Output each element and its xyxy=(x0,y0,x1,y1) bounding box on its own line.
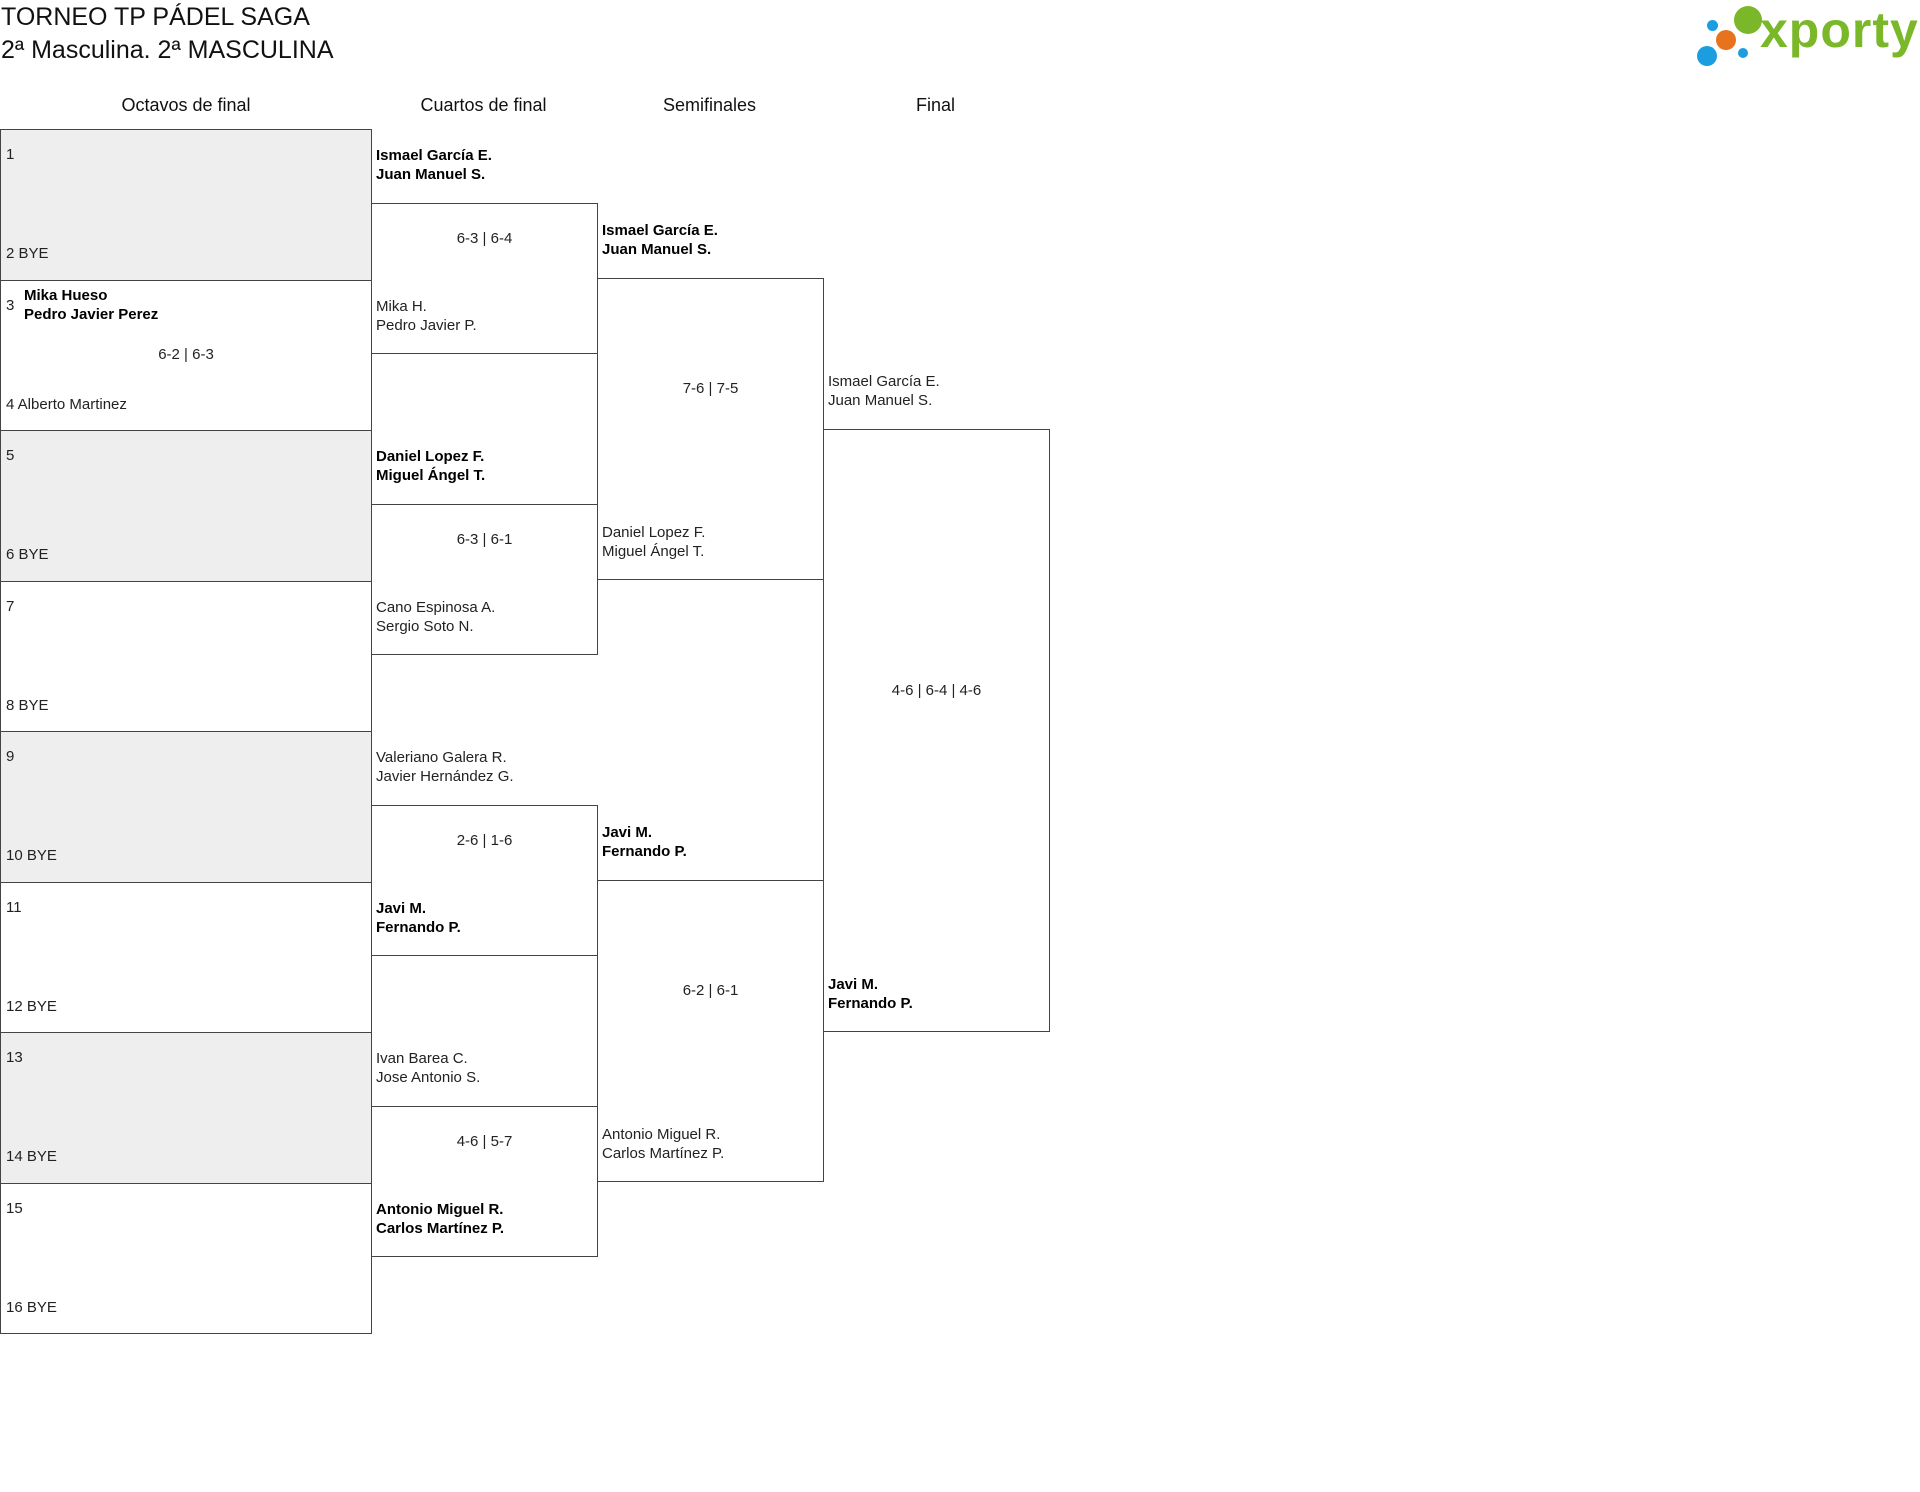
seed-label: 7 xyxy=(6,597,15,615)
team-name: Ismael García E. xyxy=(376,147,492,164)
final-score: 4-6 | 6-4 | 4-6 xyxy=(891,681,982,699)
seed-label: 12 BYE xyxy=(6,997,57,1015)
xporty-logo: xporty xyxy=(1697,2,1920,66)
match-box-r16 xyxy=(0,731,372,883)
seed-label: 2 BYE xyxy=(6,245,49,262)
team-name: Daniel Lopez F. xyxy=(602,524,706,541)
seed-label: 1 xyxy=(6,146,15,163)
team-name: Ivan Barea C. xyxy=(376,1050,468,1067)
seed-label: 3 xyxy=(6,296,15,314)
team-name: Javi M. xyxy=(828,976,879,993)
team-name: Fernando P. xyxy=(376,919,461,936)
final-box xyxy=(823,429,1050,1032)
team-name: Carlos Martínez P. xyxy=(376,1220,505,1237)
logo-dot-orange xyxy=(1716,30,1736,50)
seed-label: 11 xyxy=(6,898,22,916)
team-name: Javi M. xyxy=(376,900,427,917)
logo-dot-green xyxy=(1734,6,1762,34)
team-name: Juan Manuel S. xyxy=(828,392,933,409)
match-box-r16 xyxy=(0,430,372,582)
qf-score: 6-3 | 6-1 xyxy=(456,530,513,548)
logo-dot-blue xyxy=(1697,46,1717,66)
qf-score: 2-6 | 1-6 xyxy=(456,831,513,849)
player-name: Pedro Javier Perez xyxy=(24,305,159,323)
seed-label: 10 BYE xyxy=(6,847,57,864)
team-name: Antonio Miguel R. xyxy=(376,1201,504,1218)
match-score: 6-2 | 6-3 xyxy=(158,345,214,363)
match-box-r16 xyxy=(0,1182,372,1334)
seed-label: 8 BYE xyxy=(6,696,49,714)
team-name: Cano Espinosa A. xyxy=(376,599,496,616)
logo-dot-blue-mini xyxy=(1738,48,1748,58)
seed-label: 6 BYE xyxy=(6,546,49,563)
match-box-r16 xyxy=(0,1032,372,1184)
round-header-cuartos: Cuartos de final xyxy=(420,95,547,115)
seed-label: 9 xyxy=(6,748,15,765)
team-name: Ismael García E. xyxy=(828,373,940,390)
team-name: Javier Hernández G. xyxy=(376,768,514,785)
seed-label: 5 xyxy=(6,447,15,464)
match-box-r16 xyxy=(0,881,372,1033)
logo-wordmark: xporty xyxy=(1760,2,1919,58)
seed-label: 13 xyxy=(6,1049,23,1066)
seed-label: 14 BYE xyxy=(6,1148,57,1165)
match-box-r16 xyxy=(0,580,372,732)
team-name: Javi M. xyxy=(602,824,653,841)
qf-score: 6-3 | 6-4 xyxy=(456,229,513,247)
team-name: Valeriano Galera R. xyxy=(376,749,507,766)
category-subtitle: 2ª Masculina. 2ª MASCULINA xyxy=(1,36,334,64)
team-name: Juan Manuel S. xyxy=(602,241,712,258)
sf-score: 7-6 | 7-5 xyxy=(682,380,739,397)
team-name: Pedro Javier P. xyxy=(376,317,477,334)
team-name: Daniel Lopez F. xyxy=(376,448,485,465)
team-name: Sergio Soto N. xyxy=(376,618,474,635)
round-header-final: Final xyxy=(915,95,955,115)
match-box-r16 xyxy=(0,129,372,281)
team-name: Fernando P. xyxy=(602,843,687,860)
team-name: Carlos Martínez P. xyxy=(602,1145,725,1162)
team-name: Miguel Ángel T. xyxy=(602,543,705,560)
logo-dot-blue-small xyxy=(1707,20,1718,31)
team-name: Miguel Ángel T. xyxy=(376,467,486,484)
round-header-octavos: Octavos de final xyxy=(121,95,251,115)
team-name: Mika H. xyxy=(376,298,427,315)
player-name: Mika Hueso xyxy=(24,286,108,304)
team-name: Fernando P. xyxy=(828,995,913,1012)
qf-score: 4-6 | 5-7 xyxy=(456,1132,513,1150)
team-name: Jose Antonio S. xyxy=(376,1069,481,1086)
seed-label: 4 Alberto Martinez xyxy=(6,395,127,413)
team-name: Ismael García E. xyxy=(602,222,718,239)
sf-score: 6-2 | 6-1 xyxy=(682,982,739,999)
round-header-semifinales: Semifinales xyxy=(662,95,757,115)
seed-label: 15 xyxy=(6,1199,23,1217)
tournament-title: TORNEO TP PÁDEL SAGA xyxy=(1,3,310,31)
seed-label: 16 BYE xyxy=(6,1298,57,1316)
team-name: Juan Manuel S. xyxy=(376,166,486,183)
team-name: Antonio Miguel R. xyxy=(602,1126,721,1143)
